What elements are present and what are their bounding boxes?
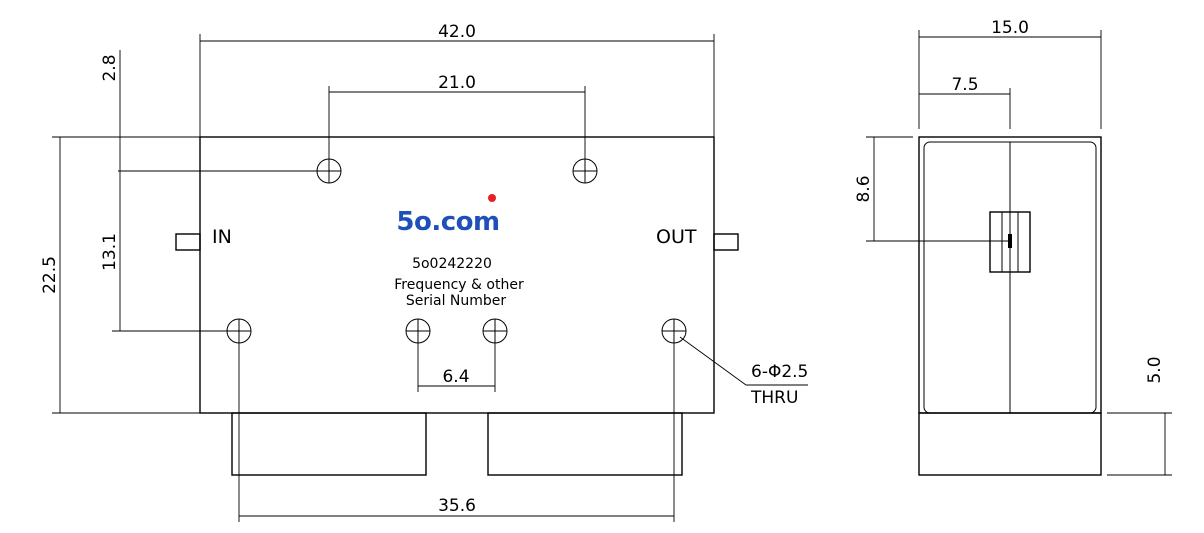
- dim-label-width: 42.0: [438, 22, 476, 42]
- hole-callout-size: 6-Φ2.5: [751, 362, 808, 382]
- dimension-hole-row-spacing: 13.1: [100, 171, 227, 332]
- dim-label-bottom-hole-spacing: 35.6: [438, 496, 476, 516]
- dim-label-top-offset: 2.8: [100, 54, 120, 81]
- note-line-2: Serial Number: [406, 293, 507, 309]
- dim-label-height: 22.5: [40, 256, 60, 294]
- hole-callout-thru: THRU: [750, 388, 798, 408]
- dimension-top-hole-spacing: 21.0: [328, 73, 586, 159]
- dimension-connector-height: 8.6: [854, 136, 1008, 242]
- dimension-base-height: 5.0: [1107, 356, 1172, 476]
- part-number: 5o0242220: [412, 256, 492, 272]
- logo-dot-icon: [488, 194, 496, 202]
- dimension-bottom-hole-spacing: 35.6: [238, 343, 675, 522]
- dim-label-side-half-width: 7.5: [951, 75, 978, 95]
- dim-label-side-width: 15.0: [991, 18, 1029, 38]
- mounting-hole-bottom-left: [226, 318, 252, 344]
- out-connector: [713, 233, 739, 251]
- dimension-center-hole-spacing: 6.4: [417, 343, 496, 392]
- logo-text: 5o.com: [396, 207, 499, 237]
- side-connector-pin: [1008, 234, 1012, 248]
- dimension-top-offset: 2.8: [100, 50, 317, 172]
- brand-logo: 5o.com: [396, 194, 500, 237]
- mounting-hole-center-left: [405, 318, 431, 344]
- hole-callout: 6-Φ2.5 THRU: [679, 336, 808, 408]
- dimension-side-width: 15.0: [918, 18, 1102, 129]
- front-body-outline: [199, 136, 715, 414]
- front-bottom-block-right: [487, 412, 683, 476]
- mounting-hole-center-right: [482, 318, 508, 344]
- note-line-1: Frequency & other: [394, 277, 524, 293]
- front-view: IN OUT: [40, 22, 808, 522]
- dim-label-top-hole-spacing: 21.0: [438, 73, 476, 93]
- dimension-overall-width: 42.0: [199, 22, 715, 137]
- side-base-block: [918, 412, 1102, 476]
- dimension-side-half-width: 7.5: [919, 75, 1011, 129]
- side-view: 15.0 7.5 8.6 5.0: [854, 18, 1172, 476]
- in-connector: [175, 233, 201, 251]
- dim-label-connector-height: 8.6: [854, 175, 874, 202]
- in-port-label: IN: [212, 226, 232, 248]
- mounting-hole-top-left: [316, 158, 342, 184]
- dim-label-base-height: 5.0: [1145, 356, 1165, 383]
- out-port-label: OUT: [656, 226, 697, 248]
- mounting-hole-top-right: [572, 158, 598, 184]
- front-bottom-block-left: [231, 412, 427, 476]
- dim-label-center-hole-spacing: 6.4: [442, 367, 469, 387]
- dim-label-hole-row-spacing: 13.1: [100, 233, 120, 271]
- mounting-hole-bottom-right: [661, 318, 687, 344]
- side-connector: [989, 211, 1031, 273]
